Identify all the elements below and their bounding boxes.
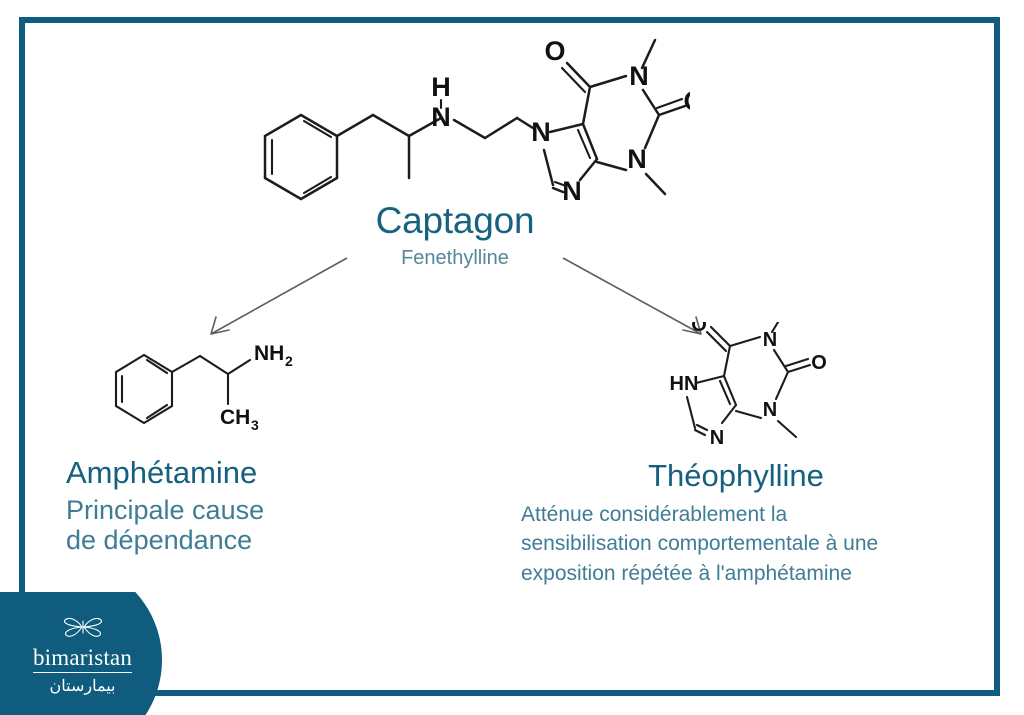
- brand-wordmark: bimaristan: [32, 646, 133, 673]
- svg-text:N: N: [710, 427, 724, 449]
- svg-text:3: 3: [251, 417, 259, 433]
- svg-text:N: N: [763, 329, 777, 351]
- svg-text:N: N: [629, 61, 649, 91]
- pyrimidinedione-ring: N N: [581, 61, 661, 174]
- amphetamine-structure: NH 2 CH 3: [108, 338, 303, 433]
- captagon-subtitle: Fenethylline: [401, 247, 509, 270]
- svg-text:NH: NH: [254, 342, 284, 365]
- fenethylline-structure: N H N N N: [245, 28, 705, 208]
- theophylline-title: Théophylline: [648, 458, 824, 493]
- svg-text:O: O: [811, 352, 827, 374]
- arrow-to-theophylline: [555, 250, 715, 345]
- butterfly-icon: [63, 617, 102, 637]
- svg-text:O: O: [691, 322, 707, 336]
- logo-backdrop-circle: [0, 592, 162, 715]
- svg-text:N: N: [627, 144, 647, 174]
- amphetamine-description-line: Principale cause: [66, 494, 265, 525]
- theophylline-label-block: Théophylline Atténue considérablement la…: [521, 458, 951, 589]
- imidazole-ring: HN N: [670, 373, 738, 449]
- brand-logo-badge: bimaristan بيمارستان: [0, 592, 165, 715]
- amphetamine-label-block: Amphétamine Principale cause de dépendan…: [66, 455, 396, 555]
- svg-text:HN: HN: [670, 373, 699, 395]
- svg-text:H: H: [431, 72, 451, 102]
- captagon-label-block: Captagon Fenethylline: [255, 200, 655, 271]
- svg-text:N: N: [562, 176, 582, 206]
- svg-text:N: N: [431, 102, 451, 132]
- pyrimidinedione-ring: N N: [722, 329, 790, 421]
- captagon-title: Captagon: [375, 200, 535, 241]
- svg-text:N: N: [531, 117, 551, 147]
- amphetamine-description-line: de dépendance: [66, 524, 253, 555]
- svg-text:N: N: [763, 399, 777, 421]
- benzene-ring: [263, 113, 339, 201]
- svg-text:2: 2: [285, 353, 293, 369]
- theophylline-description: Atténue considérablement la sensibilisat…: [521, 500, 951, 589]
- svg-text:O: O: [683, 86, 690, 116]
- theophylline-structure: HN N N N O: [660, 312, 845, 462]
- arrow-to-amphetamine: [195, 250, 355, 345]
- amphetamine-description: Principale cause de dépendance: [66, 495, 396, 555]
- brand-wordmark-arabic: بيمارستان: [49, 678, 116, 695]
- amphetamine-title: Amphétamine: [66, 455, 258, 490]
- imidazole-ring: N N: [531, 117, 599, 206]
- theophylline-description-line: Atténue considérablement la: [521, 502, 788, 526]
- benzene-ring: [114, 353, 174, 425]
- theophylline-description-line: sensibilisation comportementale à une: [521, 532, 879, 556]
- svg-text:CH: CH: [220, 406, 250, 429]
- svg-text:O: O: [544, 36, 565, 66]
- theophylline-description-line: exposition répétée à l'amphétamine: [521, 562, 852, 586]
